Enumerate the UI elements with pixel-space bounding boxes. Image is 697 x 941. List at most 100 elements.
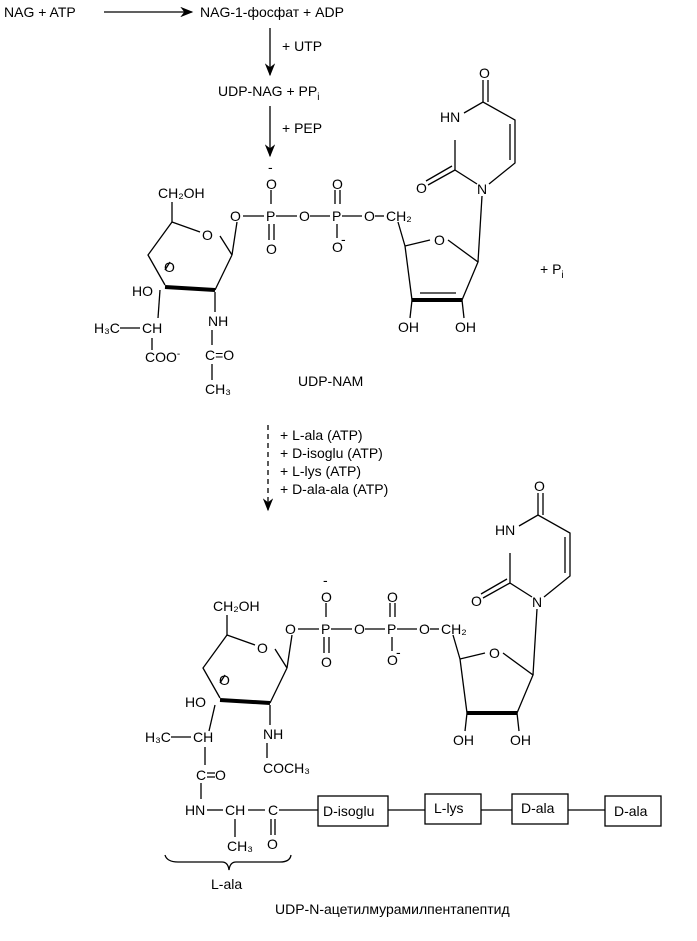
bond-line — [464, 712, 468, 732]
atom-label: O — [332, 176, 343, 192]
bond-line — [207, 772, 215, 778]
bond-line — [334, 190, 341, 204]
svg-text:COO-: COO- — [145, 349, 180, 365]
bond-line — [208, 704, 216, 732]
atom-label: O — [534, 478, 545, 494]
residue-d-ala-terminal: D-ala — [614, 803, 648, 819]
product-name: UDP-N-ацетилмурамилпентапептид — [275, 901, 510, 917]
atom-label: - — [268, 159, 273, 175]
atom-label: HO — [185, 694, 206, 710]
atom-label: H₃C — [145, 729, 171, 745]
atom-label: O — [202, 227, 213, 243]
atom-label: CH — [193, 729, 213, 745]
atom-label: O — [387, 652, 398, 668]
atom-label: O — [387, 589, 398, 605]
residue-box — [604, 795, 662, 827]
bond-line — [409, 299, 413, 319]
residue-box — [317, 795, 389, 827]
atom-label: C — [196, 767, 206, 783]
atom-label: i — [317, 92, 319, 103]
atom-label: + P — [540, 261, 561, 277]
atom-label: - — [341, 231, 346, 247]
atom-label: CH — [225, 802, 245, 818]
bond-line — [202, 634, 288, 704]
atom-label: HN — [440, 109, 460, 125]
atom-label: HN — [185, 802, 205, 818]
bond-line — [477, 195, 483, 263]
atom-label: CH₃ — [227, 838, 253, 854]
atom-label: O — [364, 208, 375, 224]
atom-label: O — [332, 239, 343, 255]
bond-line — [231, 221, 238, 256]
atom-label: O — [257, 640, 268, 656]
bond-line — [509, 514, 571, 598]
atom-label: NH — [263, 726, 283, 742]
step2-products: UDP-NAG + PPi — [218, 83, 319, 103]
bond-line — [157, 289, 161, 319]
atom-label: OH — [398, 319, 419, 335]
l-ala-label: L-ala — [211, 876, 242, 892]
bond-line — [389, 603, 396, 617]
atom-label: - — [177, 349, 180, 360]
atom-label: CH₂OH — [158, 185, 205, 201]
step3-reagent: + PEP — [282, 120, 322, 136]
atom-label: P — [332, 208, 341, 224]
atom-label: O — [479, 65, 490, 81]
residue-box — [511, 793, 569, 825]
peptide-chain: D-isoglu L-lys D-ala D-ala — [317, 793, 662, 827]
bond-line — [425, 165, 456, 186]
atom-label: O — [489, 645, 500, 661]
bond-line — [270, 819, 276, 835]
step2-reagent: + UTP — [282, 38, 322, 54]
atom-label: O — [416, 180, 427, 196]
atom-label: O — [419, 621, 430, 637]
atom-label: N — [532, 594, 542, 610]
atom-label: C=O — [205, 347, 234, 363]
atom-label: UDP-NAG + PP — [218, 83, 317, 99]
l-ala-brace — [164, 854, 292, 871]
reagent-l-lys: + L-lys (ATP) — [280, 463, 361, 479]
bond-line — [323, 637, 330, 653]
bond-line — [516, 712, 520, 732]
atom-label: CH₃ — [205, 381, 231, 397]
reagent-d-ala-ala: + D-ala-ala (ATP) — [280, 481, 388, 497]
product-structure: O CH₂OH O P O P O CH₂ O - O O O - O HO H… — [145, 478, 571, 854]
atom-label: O — [219, 672, 230, 688]
atom-label: H₃C — [94, 320, 120, 336]
atom-label: O — [299, 208, 310, 224]
atom-label: P — [387, 621, 396, 637]
atom-label: CH₂ — [441, 621, 467, 637]
step1-products: NAG-1-фосфат + ADP — [200, 4, 344, 20]
residue-d-isoglu: D-isoglu — [323, 803, 374, 819]
atom-label: P — [321, 621, 330, 637]
atom-label: CH₂ — [386, 208, 412, 224]
residue-l-lys: L-lys — [434, 800, 464, 816]
reagent-d-isoglu: + D-isoglu (ATP) — [280, 445, 383, 461]
atom-label: COO — [145, 349, 177, 365]
bond-line — [286, 634, 293, 669]
plus-phosphate: + Pi — [540, 261, 564, 281]
atom-label: O — [267, 836, 278, 852]
atom-label: O — [164, 259, 175, 275]
atom-label: O — [354, 621, 365, 637]
atom-label: O — [266, 241, 277, 257]
bond-line — [480, 578, 511, 599]
bond-line — [219, 698, 271, 705]
atom-label: NH — [208, 313, 228, 329]
atom-label: HO — [132, 283, 153, 299]
atom-label: P — [266, 208, 275, 224]
udp-nam-label: UDP-NAM — [298, 373, 363, 389]
atom-label: O — [266, 176, 277, 192]
atom-label: - — [396, 644, 401, 660]
atom-label: O — [434, 232, 445, 248]
residue-box — [424, 793, 482, 825]
atom-label: O — [321, 654, 332, 670]
bond-line — [268, 224, 275, 240]
atom-label: OH — [510, 732, 531, 748]
atom-label: OH — [453, 732, 474, 748]
bond-line — [454, 101, 516, 185]
bond-line — [147, 221, 233, 291]
residue-d-ala: D-ala — [521, 800, 555, 816]
bond-line — [461, 299, 465, 319]
